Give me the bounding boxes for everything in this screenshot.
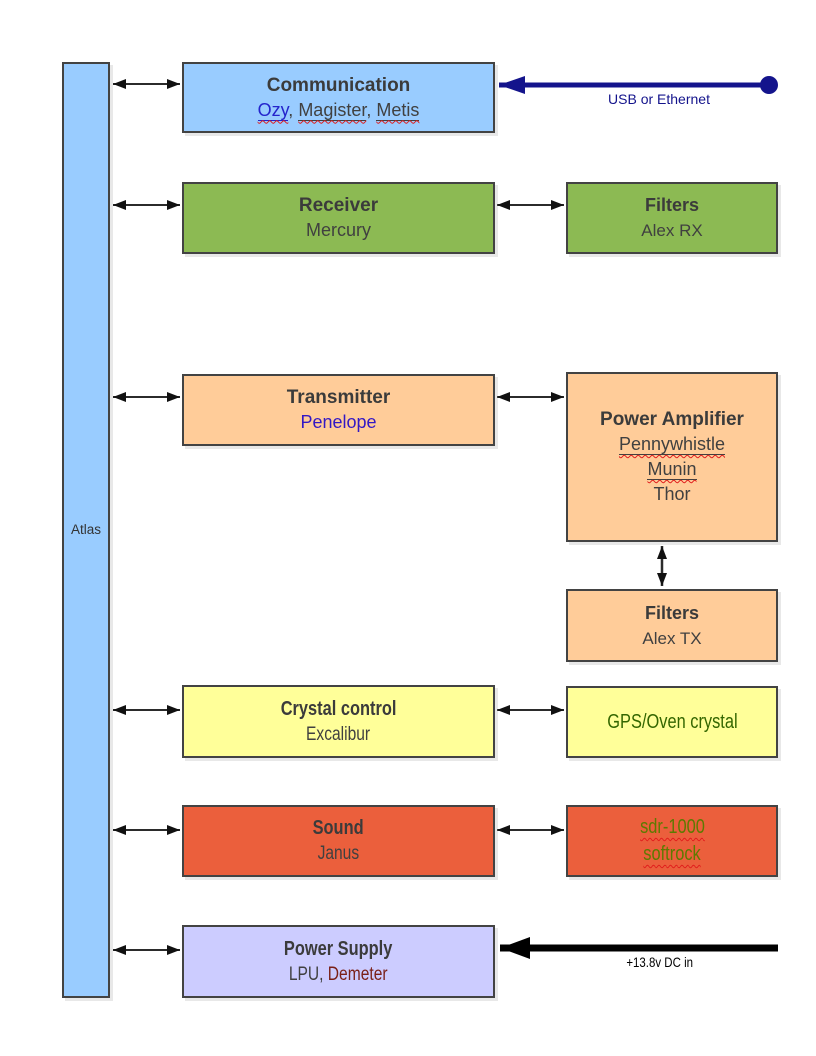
atlas-bus-label: Atlas [70,522,101,537]
crystal-control-title-text: Crystal control [280,697,397,720]
board-ozy: Ozy [257,99,289,121]
board-excalibur: Excalibur [299,722,377,747]
power-supply-title: Power Supply [272,937,404,962]
power-supply-box: Power Supply LPU, Demeter [182,925,495,998]
board-munin-line: Munin [647,457,697,482]
usb-ethernet-label: USB or Ethernet [608,91,710,107]
board-magister: Magister [298,99,367,121]
power-amplifier-box: Power Amplifier Pennywhistle Munin Thor [566,372,778,542]
board-penelope: Penelope [300,412,377,432]
board-separator: , [366,99,377,120]
filters-tx-box: Filters Alex TX [566,589,778,662]
sound-box: Sound Janus [182,805,495,877]
power-supply-title-text: Power Supply [284,937,393,960]
crystal-control-box: Crystal control Excalibur [182,685,495,758]
board-pennywhistle-line: Pennywhistle [618,432,726,457]
usb-ethernet-endpoint-dot [760,76,778,94]
board-mercury: Mercury [305,220,371,240]
communication-title: Communication [266,74,411,96]
dc-power-label-text: +13.8v DC in [626,954,694,970]
filters-tx-title: Filters [644,602,700,623]
communication-box: Communication Ozy, Magister, Metis [182,62,495,133]
sdr-alternatives-box: sdr-1000 softrock [566,805,778,877]
crystal-control-title: Crystal control [268,697,409,722]
board-separator: , [288,99,299,120]
transmitter-title: Transmitter [286,387,391,408]
board-alex-tx: Alex TX [642,628,702,648]
filters-rx-box: Filters Alex RX [566,182,778,254]
board-munin: Munin [647,459,697,480]
sdr-1000-line: sdr-1000 [633,814,712,841]
receiver-box: Receiver Mercury [182,182,495,254]
power-supply-boards: LPU, Demeter [278,962,398,987]
board-lpu: LPU, [289,963,329,985]
transmitter-box: Transmitter Penelope [182,374,495,446]
atlas-bus-bar: Atlas [62,62,110,998]
softrock-text: softrock [643,843,701,865]
board-pennywhistle: Pennywhistle [618,434,726,455]
board-janus-text: Janus [317,843,360,864]
board-janus: Janus [313,841,364,866]
dc-power-label: +13.8v DC in [585,954,735,970]
receiver-title: Receiver [298,195,379,216]
sound-title-text: Sound [312,817,365,839]
power-supply-boards-text: LPU, Demeter [289,962,388,987]
board-alex-rx: Alex RX [641,221,703,240]
power-amplifier-title: Power Amplifier [600,409,744,430]
gps-oven-crystal-label: GPS/Oven crystal [593,710,752,735]
board-excalibur-text: Excalibur [306,723,371,745]
sound-title: Sound [307,816,369,841]
board-thor: Thor [653,484,691,504]
filters-rx-title: Filters [644,195,700,215]
board-metis: Metis [376,99,420,121]
communication-boards: Ozy, Magister, Metis [257,98,420,123]
sdr-1000-text: sdr-1000 [639,816,705,838]
softrock-line: softrock [637,841,707,868]
board-demeter: Demeter [328,963,388,985]
gps-oven-crystal-text: GPS/Oven crystal [606,710,738,733]
gps-oven-crystal-box: GPS/Oven crystal [566,686,778,758]
